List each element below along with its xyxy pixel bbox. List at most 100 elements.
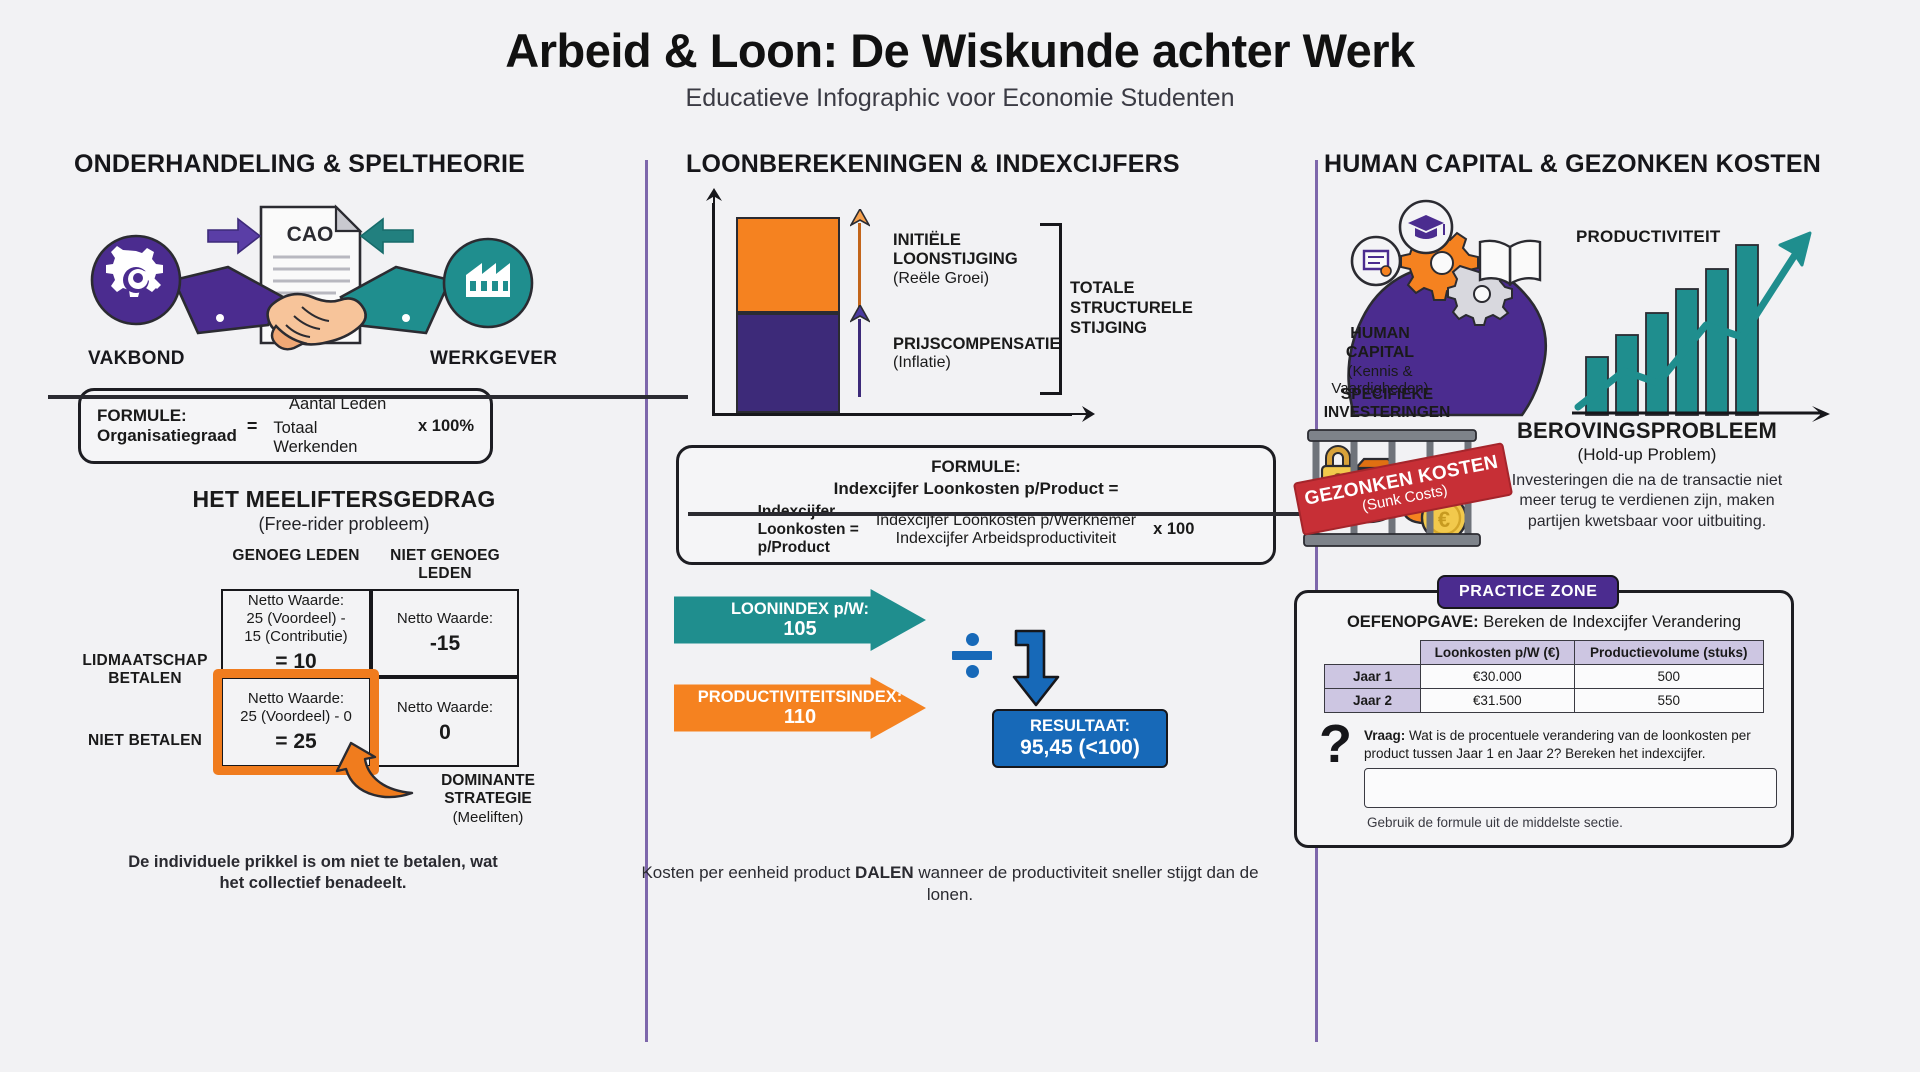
matrix-row-header-1: LIDMAATSCHAP BETALEN bbox=[82, 652, 208, 687]
table-row: Jaar 1 €30.000 500 bbox=[1324, 664, 1765, 689]
holdup-body: Investeringen die na de transactie niet … bbox=[1511, 472, 1783, 530]
productivity-index-label: PRODUCTIVITEITSINDEX: bbox=[697, 687, 903, 706]
arrow-left-icon bbox=[359, 217, 414, 255]
svg-text:€: € bbox=[1438, 507, 1450, 532]
gear-wrench-icon bbox=[106, 246, 163, 297]
y-axis bbox=[712, 203, 715, 415]
exercise-title: OEFENOPGAVE: Bereken de Indexcijfer Vera… bbox=[1311, 613, 1777, 632]
cell-year1-volume: 500 bbox=[1573, 664, 1765, 689]
table-header-volume: Productievolume (stuks) bbox=[1573, 640, 1765, 665]
trend-line bbox=[1574, 243, 1804, 411]
productivity-index-value: 110 bbox=[783, 706, 817, 729]
result-value: 95,45 (<100) bbox=[1020, 735, 1140, 759]
row-label-year1: Jaar 1 bbox=[1324, 664, 1421, 689]
matrix-cell-pay-enough: Netto Waarde: 25 (Voordeel) - 15 (Contri… bbox=[221, 589, 371, 677]
result-down-arrow-icon bbox=[1012, 629, 1060, 707]
matrix-cell-pay-notenough: Netto Waarde: -15 bbox=[371, 589, 519, 677]
table-header-wagecost: Loonkosten p/W (€) bbox=[1420, 640, 1575, 665]
matrix-row-header-2: NIET BETALEN bbox=[87, 732, 203, 749]
freerider-title: HET MEELIFTERSGEDRAG bbox=[192, 486, 496, 512]
human-capital-illustration: PRODUCTIVITEIT HUMAN CAPITAL (Kennis & V… bbox=[1314, 185, 1890, 435]
question-mark-icon: ? bbox=[1319, 714, 1352, 774]
label-productivity: PRODUCTIVITEIT bbox=[1576, 227, 1721, 246]
label-price-compensation: PRIJSCOMPENSATIE (Inflatie) bbox=[893, 335, 1061, 372]
header: Arbeid & Loon: De Wiskunde achter Werk E… bbox=[0, 0, 1920, 113]
formula-multiplier: x 100% bbox=[418, 416, 474, 435]
answer-input[interactable] bbox=[1364, 768, 1777, 809]
x-axis bbox=[712, 413, 1072, 416]
factory-icon bbox=[466, 263, 510, 297]
practice-zone-badge: PRACTICE ZONE bbox=[1437, 575, 1620, 609]
small-gear-icon bbox=[1447, 264, 1513, 326]
exercise-title-bold: OEFENOPGAVE: bbox=[1346, 613, 1479, 631]
brain-growth-svg bbox=[1347, 199, 1830, 422]
cell-year2-wagecost: €31.500 bbox=[1420, 688, 1575, 713]
wage-footer-bold: DALEN bbox=[855, 863, 914, 882]
svg-text:CAO: CAO bbox=[287, 223, 334, 246]
trend-arrow-head bbox=[1778, 231, 1812, 267]
wage-index-arrow: LOONINDEX p/W: 105 bbox=[674, 589, 926, 651]
index-denominator: Indexcijfer Arbeidsproductiviteit bbox=[895, 529, 1117, 547]
dominant-strategy-note: DOMINANTE STRATEGIE (Meeliften) bbox=[441, 772, 535, 826]
book-icon bbox=[1478, 239, 1542, 287]
diploma-icon bbox=[1362, 249, 1392, 277]
up-arrow-orange-icon bbox=[850, 209, 870, 227]
section-wage-calculations: LOONBEREKENINGEN & INDEXCIJFERS bbox=[640, 150, 1336, 1070]
label-initial-wage-rise: INITIËLE LOONSTIJGING (Reële Groei) bbox=[893, 231, 1018, 287]
index-formula-fraction: Indexcijfer Loonkosten p/Werknemer Index… bbox=[688, 511, 1336, 548]
division-icon bbox=[952, 633, 992, 678]
total-bracket bbox=[1040, 223, 1062, 395]
label-total-structural-rise: TOTALE STRUCTURELE STIJGING bbox=[1070, 279, 1193, 337]
organisatiegraad-formula-card: FORMULE: Organisatiegraad = Aantal Leden… bbox=[48, 388, 688, 464]
freerider-footer: De individuele prikkel is om niet te bet… bbox=[128, 853, 498, 893]
organisatiegraad-fraction: Aantal Leden Totaal Werkenden bbox=[48, 395, 688, 457]
wage-footer-part2: wanneer de productiviteit sneller stijgt… bbox=[913, 863, 1259, 905]
index-formula-multiplier: x 100 bbox=[1153, 520, 1195, 539]
label-specific-investments: SPECIFIEKE INVESTERINGEN bbox=[1323, 386, 1451, 421]
exercise-hint: Gebruik de formule uit de middelste sect… bbox=[1367, 815, 1623, 831]
handshake-hands bbox=[266, 292, 367, 346]
row-label-year2: Jaar 2 bbox=[1324, 688, 1421, 713]
wage-footer: Kosten per eenheid product DALEN wanneer… bbox=[640, 862, 1260, 906]
wage-index-label: LOONINDEX p/W: bbox=[730, 599, 870, 618]
table-corner-cell bbox=[1325, 641, 1421, 665]
label-werkgever: WERKGEVER bbox=[430, 348, 558, 369]
wage-footer-part1: Kosten per eenheid product bbox=[641, 863, 856, 882]
practice-zone-card: PRACTICE ZONE OEFENOPGAVE: Bereken de In… bbox=[1294, 575, 1794, 848]
cell-year1-wagecost: €30.000 bbox=[1420, 664, 1575, 689]
fraction-bar bbox=[48, 395, 688, 399]
holdup-subtitle: (Hold-up Problem) bbox=[1577, 445, 1717, 464]
purple-measure-line bbox=[858, 319, 861, 397]
dominant-strategy-arrow-icon bbox=[335, 741, 414, 799]
matrix-col-header-1: GENOEG LEDEN bbox=[232, 547, 360, 564]
index-formula-row: Indexcijfer Loonkosten = p/Product Index… bbox=[688, 503, 1336, 556]
index-numerator: Indexcijfer Loonkosten p/Werknemer bbox=[875, 511, 1137, 529]
freerider-header: HET MEELIFTERSGEDRAG (Free-rider problee… bbox=[78, 486, 610, 535]
holdup-title: BEROVINGSPROBLEEM bbox=[1516, 418, 1778, 443]
holdup-block: BEROVINGSPROBLEEM (Hold-up Problem) Inve… bbox=[1502, 418, 1792, 532]
formula-label: FORMULE: Organisatiegraad bbox=[97, 405, 237, 445]
y-axis-arrow-icon bbox=[706, 188, 722, 217]
label-human-capital: HUMAN CAPITAL (Kennis & Vaardigheden) bbox=[1331, 325, 1429, 398]
index-formula-title: FORMULE: bbox=[931, 457, 1021, 476]
question-text: Vraag: Wat is de procentuele verandering… bbox=[1364, 723, 1777, 762]
payoff-matrix: GENOEG LEDEN NIET GENOEG LEDEN LIDMAATSC… bbox=[78, 547, 548, 892]
question-label: Vraag: bbox=[1364, 728, 1406, 743]
freerider-subtitle: (Free-rider probleem) bbox=[258, 514, 430, 534]
arrow-right-icon bbox=[207, 217, 262, 255]
formula-equals: = bbox=[246, 415, 258, 436]
result-box: RESULTAAT: 95,45 (<100) bbox=[992, 709, 1168, 769]
fraction-numerator: Aantal Leden bbox=[289, 395, 387, 413]
index-fraction-bar bbox=[688, 511, 1336, 516]
section-negotiation: ONDERHANDELING & SPELTHEORIE CAO bbox=[0, 150, 688, 1070]
orange-measure-line bbox=[858, 223, 861, 311]
matrix-col-header-2: NIET GENOEG LEDEN bbox=[390, 547, 500, 582]
exercise-table: Loonkosten p/W (€) Productievolume (stuk… bbox=[1324, 640, 1765, 713]
bar-segment-inflation bbox=[736, 313, 840, 413]
section-title-negotiation: ONDERHANDELING & SPELTHEORIE bbox=[74, 150, 525, 178]
wage-stack-chart: INITIËLE LOONSTIJGING (Reële Groei) PRIJ… bbox=[688, 187, 1258, 439]
matrix-cell-nopay-notenough: Netto Waarde: 0 bbox=[371, 677, 519, 767]
exercise-title-rest: Bereken de Indexcijfer Verandering bbox=[1478, 613, 1742, 631]
columns-container: ONDERHANDELING & SPELTHEORIE CAO bbox=[0, 150, 1920, 1070]
